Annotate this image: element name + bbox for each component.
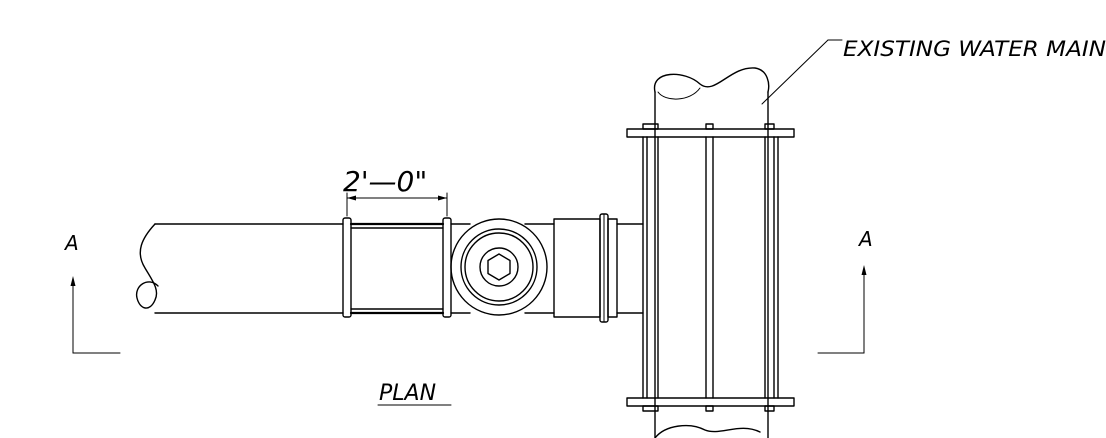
section-marker-left: A (63, 231, 121, 354)
main-callout: EXISTING WATER MAIN (761, 37, 1106, 105)
section-label-left: A (63, 231, 79, 255)
outlet-stub (616, 223, 644, 314)
coupling-sleeve (342, 217, 452, 318)
dimension-label: 2'—0" (343, 165, 427, 198)
valve-box (450, 218, 555, 316)
new-pipe-left (135, 223, 344, 314)
main-callout-label: EXISTING WATER MAIN (843, 37, 1106, 61)
bottom-break-line (654, 424, 761, 438)
pipe-break-line (135, 223, 159, 309)
tapping-sleeve (626, 123, 795, 412)
dimension-2ft: 2'—0" (343, 165, 448, 217)
section-label-right: A (857, 227, 873, 251)
tapping-valve (553, 213, 618, 323)
existing-water-main (654, 67, 770, 438)
view-title: PLAN (377, 381, 452, 406)
operating-nut-icon (487, 253, 511, 281)
top-break-line (654, 67, 770, 93)
view-title-label: PLAN (379, 381, 436, 406)
section-marker-right: A (817, 227, 873, 354)
